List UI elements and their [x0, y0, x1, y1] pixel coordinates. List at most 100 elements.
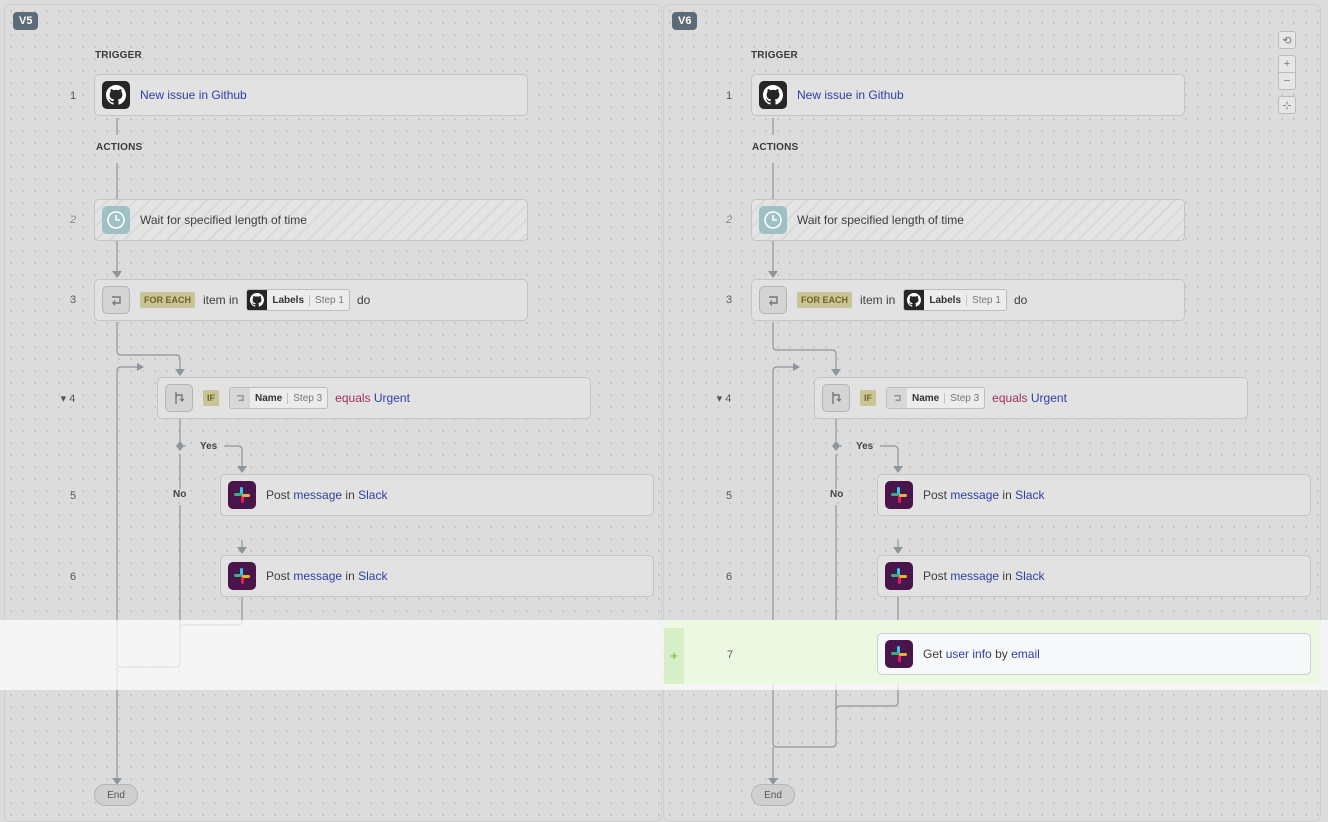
- zoom-in-icon[interactable]: +: [1278, 55, 1296, 73]
- github-icon: [102, 81, 130, 109]
- foreach-badge: FOR EACH: [797, 292, 852, 308]
- diff-pane-v5: V5 TRIGGER 1 New issue in Github ACTIONS…: [4, 4, 662, 822]
- foreach-pre-text: item in: [860, 293, 896, 307]
- datapill-step: Step 3: [287, 392, 327, 404]
- datapill-step: Step 1: [309, 294, 349, 306]
- trigger-section-label: TRIGGER: [751, 50, 798, 61]
- condition-value: Urgent: [1030, 391, 1067, 405]
- repeat-icon: [759, 286, 787, 314]
- trigger-title: New issue in Github: [797, 88, 904, 102]
- step-number: 7: [726, 649, 734, 661]
- datapill-name[interactable]: Name Step 3: [886, 387, 986, 409]
- step-slack-card[interactable]: Post message in Slack: [220, 555, 654, 597]
- foreach-badge: FOR EACH: [140, 292, 195, 308]
- repeat-icon: [102, 286, 130, 314]
- slack-icon: [885, 481, 913, 509]
- step-number: 3: [69, 294, 77, 306]
- action-object: user info: [945, 647, 992, 661]
- slack-icon: [228, 562, 256, 590]
- step-if-card[interactable]: IF Name Step 3 equals Urgent: [814, 377, 1248, 419]
- branch-yes-label: Yes: [200, 441, 218, 452]
- step-if-card[interactable]: IF Name Step 3 equals Urgent: [157, 377, 591, 419]
- action-prep: by: [995, 647, 1008, 661]
- end-node: End: [751, 784, 795, 806]
- added-marker: +: [664, 628, 684, 684]
- branch-icon: [822, 384, 850, 412]
- diff-pane-v6: V6 ⟲ + − ⊹ TRIGGER 1 New issue in Github…: [663, 4, 1321, 822]
- wait-title: Wait for specified length of time: [140, 213, 307, 227]
- step-number: 4: [69, 393, 76, 405]
- datapill-name[interactable]: Name Step 3: [229, 387, 329, 409]
- step-foreach-card[interactable]: FOR EACH item in Labels Step 1 do: [751, 279, 1185, 321]
- action-verb: Post: [923, 569, 948, 583]
- action-app: email: [1011, 647, 1040, 661]
- datapill-labels[interactable]: Labels Step 1: [903, 289, 1007, 311]
- condition-operator: equals: [335, 391, 371, 405]
- repeat-icon: [887, 388, 907, 408]
- github-icon: [904, 290, 925, 310]
- action-prep: in: [345, 569, 355, 583]
- actions-section-label: ACTIONS: [752, 142, 799, 153]
- action-object: message: [950, 569, 1000, 583]
- action-app: Slack: [358, 569, 388, 583]
- action-app: Slack: [1015, 569, 1045, 583]
- trigger-title: New issue in Github: [140, 88, 247, 102]
- trigger-section-label: TRIGGER: [95, 50, 142, 61]
- slack-icon: [228, 481, 256, 509]
- zoom-out-icon[interactable]: −: [1278, 72, 1296, 90]
- action-app: Slack: [1015, 488, 1045, 502]
- action-verb: Post: [266, 569, 291, 583]
- step-number: 5: [69, 490, 77, 502]
- github-icon: [759, 81, 787, 109]
- step-slack-added-card[interactable]: Get user info by email: [877, 633, 1311, 675]
- step-number: 2: [69, 214, 77, 226]
- foreach-post-text: do: [1013, 293, 1028, 307]
- clock-icon: [759, 206, 787, 234]
- branch-no-label: No: [830, 489, 844, 500]
- step-trigger-card[interactable]: New issue in Github: [751, 74, 1185, 116]
- slack-icon: [885, 562, 913, 590]
- reset-view-icon[interactable]: ⟲: [1278, 31, 1296, 49]
- step-number-collapsible[interactable]: ▾ 4: [60, 393, 76, 405]
- github-icon: [247, 290, 268, 310]
- step-slack-card[interactable]: Post message in Slack: [877, 474, 1311, 516]
- step-slack-card[interactable]: Post message in Slack: [877, 555, 1311, 597]
- step-number: 1: [725, 90, 733, 102]
- action-object: message: [293, 488, 343, 502]
- action-verb: Post: [923, 488, 948, 502]
- action-object: message: [293, 569, 343, 583]
- datapill-labels[interactable]: Labels Step 1: [246, 289, 350, 311]
- step-number: 1: [69, 90, 77, 102]
- step-trigger-card[interactable]: New issue in Github: [94, 74, 528, 116]
- branch-yes-label: Yes: [856, 441, 874, 452]
- step-slack-card[interactable]: Post message in Slack: [220, 474, 654, 516]
- version-tag: V6: [672, 12, 698, 30]
- step-foreach-card[interactable]: FOR EACH item in Labels Step 1 do: [94, 279, 528, 321]
- action-prep: in: [1002, 569, 1012, 583]
- actions-section-label: ACTIONS: [96, 142, 143, 153]
- datapill-name: Labels: [929, 294, 962, 306]
- clock-icon: [102, 206, 130, 234]
- action-prep: in: [1002, 488, 1012, 502]
- action-object: message: [950, 488, 1000, 502]
- step-number: 6: [725, 571, 733, 583]
- branch-no-label: No: [173, 489, 187, 500]
- condition-value: Urgent: [373, 391, 410, 405]
- condition-operator: equals: [992, 391, 1028, 405]
- repeat-icon: [230, 388, 250, 408]
- step-number: 5: [725, 490, 733, 502]
- step-number-collapsible[interactable]: ▾ 4: [716, 393, 732, 405]
- action-verb: Get: [923, 647, 943, 661]
- end-node: End: [94, 784, 138, 806]
- step-wait-card[interactable]: Wait for specified length of time: [94, 199, 528, 241]
- version-tag: V5: [13, 12, 39, 30]
- foreach-post-text: do: [356, 293, 371, 307]
- datapill-step: Step 1: [966, 294, 1006, 306]
- wait-title: Wait for specified length of time: [797, 213, 964, 227]
- slack-icon: [885, 640, 913, 668]
- datapill-name-label: Name: [912, 392, 940, 404]
- fit-view-icon[interactable]: ⊹: [1278, 96, 1296, 114]
- step-wait-card[interactable]: Wait for specified length of time: [751, 199, 1185, 241]
- datapill-step: Step 3: [944, 392, 984, 404]
- step-number: 3: [725, 294, 733, 306]
